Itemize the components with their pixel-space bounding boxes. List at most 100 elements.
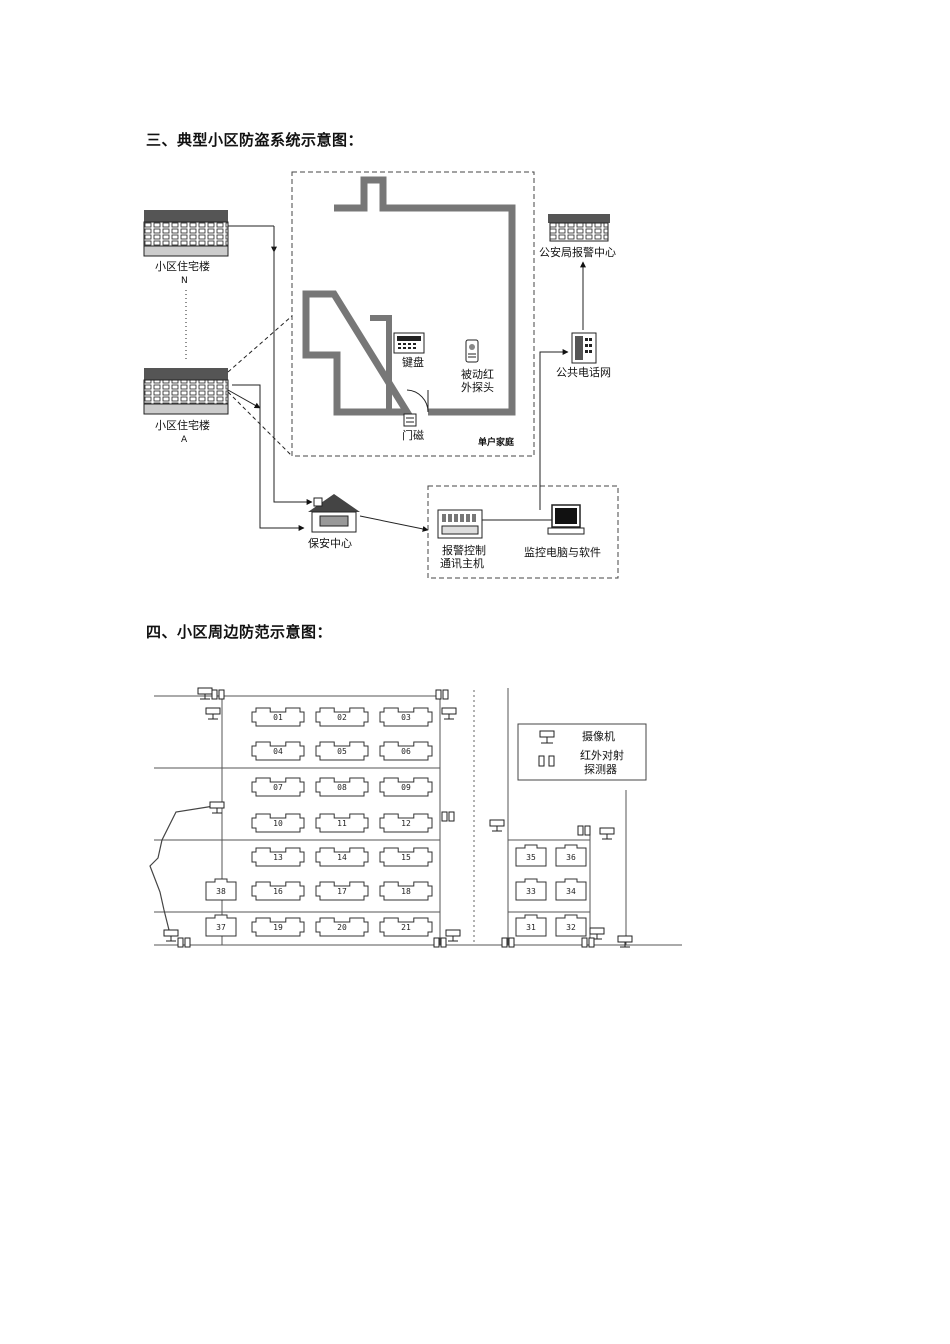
building-unit-label: 13 [273, 853, 283, 862]
legend-ir-label-line1: 红外对射 [580, 748, 624, 762]
building-unit-21: 21 [379, 917, 433, 937]
ir-detector-icon [177, 937, 191, 948]
pir-label-line2: 外探头 [461, 381, 494, 394]
building-unit-31: 31 [515, 914, 547, 937]
building-unit-label: 03 [401, 713, 411, 722]
building-unit-label: 17 [337, 887, 347, 896]
building-unit-label: 31 [526, 923, 536, 932]
police-label: 公安局报警中心 [539, 245, 616, 259]
control-frame [427, 485, 619, 579]
anti-theft-diagram: 键盘 被动红 外探头 门磁 单户家庭 小区住宅楼 N [143, 171, 619, 579]
ir-detector-icon [211, 689, 225, 700]
building-unit-label: 11 [337, 819, 347, 828]
building-unit-label: 14 [337, 853, 347, 862]
building-unit-label: 20 [337, 923, 347, 932]
building-unit-label: 10 [273, 819, 283, 828]
building-unit-18: 18 [379, 881, 433, 901]
building-unit-01: 01 [251, 707, 305, 727]
building-unit-label: 38 [216, 887, 226, 896]
household-frame [291, 171, 535, 457]
building-unit-08: 08 [315, 777, 369, 797]
building-unit-05: 05 [315, 741, 369, 761]
building-unit-32: 32 [555, 914, 587, 937]
household-label: 单户家庭 [478, 436, 515, 448]
building-unit-16: 16 [251, 881, 305, 901]
legend-camera-icon [539, 730, 555, 744]
host-label-line1: 报警控制 [442, 543, 486, 557]
monitor-label: 监控电脑与软件 [524, 545, 601, 559]
phone-network-label: 公共电话网 [556, 366, 611, 379]
alarm-host-icon [437, 509, 483, 539]
building-unit-label: 01 [273, 713, 283, 722]
camera-icon [617, 935, 633, 948]
building-unit-label: 35 [526, 853, 536, 862]
building-unit-34: 34 [555, 878, 587, 901]
building-unit-label: 34 [566, 887, 576, 896]
building-unit-label: 19 [273, 923, 283, 932]
building-unit-02: 02 [315, 707, 369, 727]
host-label-line2: 通讯主机 [440, 556, 484, 570]
building-a-icon [143, 368, 229, 415]
door-contact-label: 门磁 [402, 428, 424, 442]
building-unit-15: 15 [379, 847, 433, 867]
building-unit-label: 37 [216, 923, 226, 932]
ir-detector-icon [501, 937, 515, 948]
building-unit-label: 32 [566, 923, 576, 932]
perimeter-diagram: 摄像机 红外对射 探测器 01 02 03 04 05 06 07 08 09 10 11 12 13 1… [149, 687, 682, 948]
building-unit-38: 38 [205, 878, 237, 901]
legend-camera-label: 摄像机 [582, 729, 615, 743]
legend-ir-icon [538, 755, 555, 767]
building-a-sub: A [181, 435, 188, 445]
camera-icon [163, 929, 179, 942]
building-unit-36: 36 [555, 844, 587, 867]
ir-detector-icon [435, 689, 449, 700]
building-unit-14: 14 [315, 847, 369, 867]
section-3-title: 三、典型小区防盗系统示意图： [146, 131, 364, 149]
pir-label-line1: 被动红 [461, 368, 494, 381]
building-unit-label: 36 [566, 853, 576, 862]
building-unit-35: 35 [515, 844, 547, 867]
door-contact-icon [403, 413, 417, 427]
telephone-icon [571, 332, 597, 364]
keypad-label: 键盘 [402, 355, 424, 369]
pir-sensor-icon [465, 339, 479, 363]
building-unit-37: 37 [205, 914, 237, 937]
ir-detector-icon [577, 825, 591, 836]
camera-icon [589, 927, 605, 940]
building-unit-19: 19 [251, 917, 305, 937]
building-unit-label: 12 [401, 819, 411, 828]
legend-ir-label-line2: 探测器 [584, 763, 617, 776]
camera-icon [489, 819, 505, 832]
building-unit-13: 13 [251, 847, 305, 867]
building-n-label: 小区住宅楼 [155, 259, 210, 273]
building-unit-label: 08 [337, 783, 347, 792]
building-unit-label: 06 [401, 747, 411, 756]
legend-box: 摄像机 红外对射 探测器 [517, 723, 647, 781]
ir-detector-icon [581, 937, 595, 948]
camera-icon [599, 827, 615, 840]
camera-icon [441, 707, 457, 720]
building-unit-label: 04 [273, 747, 283, 756]
computer-icon [547, 504, 585, 535]
building-unit-label: 16 [273, 887, 283, 896]
building-unit-07: 07 [251, 777, 305, 797]
floor-plan-walls [302, 176, 516, 416]
building-n-icon [143, 210, 229, 257]
building-unit-12: 12 [379, 813, 433, 833]
camera-icon [197, 687, 213, 700]
building-unit-11: 11 [315, 813, 369, 833]
building-unit-label: 18 [401, 887, 411, 896]
building-unit-33: 33 [515, 878, 547, 901]
building-unit-label: 05 [337, 747, 347, 756]
building-unit-20: 20 [315, 917, 369, 937]
camera-icon [205, 707, 221, 720]
ir-detector-icon [441, 811, 455, 822]
building-unit-label: 15 [401, 853, 411, 862]
building-unit-10: 10 [251, 813, 305, 833]
building-unit-06: 06 [379, 741, 433, 761]
security-center-icon [308, 494, 360, 533]
building-unit-label: 21 [401, 923, 411, 932]
building-unit-label: 33 [526, 887, 536, 896]
building-unit-label: 09 [401, 783, 411, 792]
